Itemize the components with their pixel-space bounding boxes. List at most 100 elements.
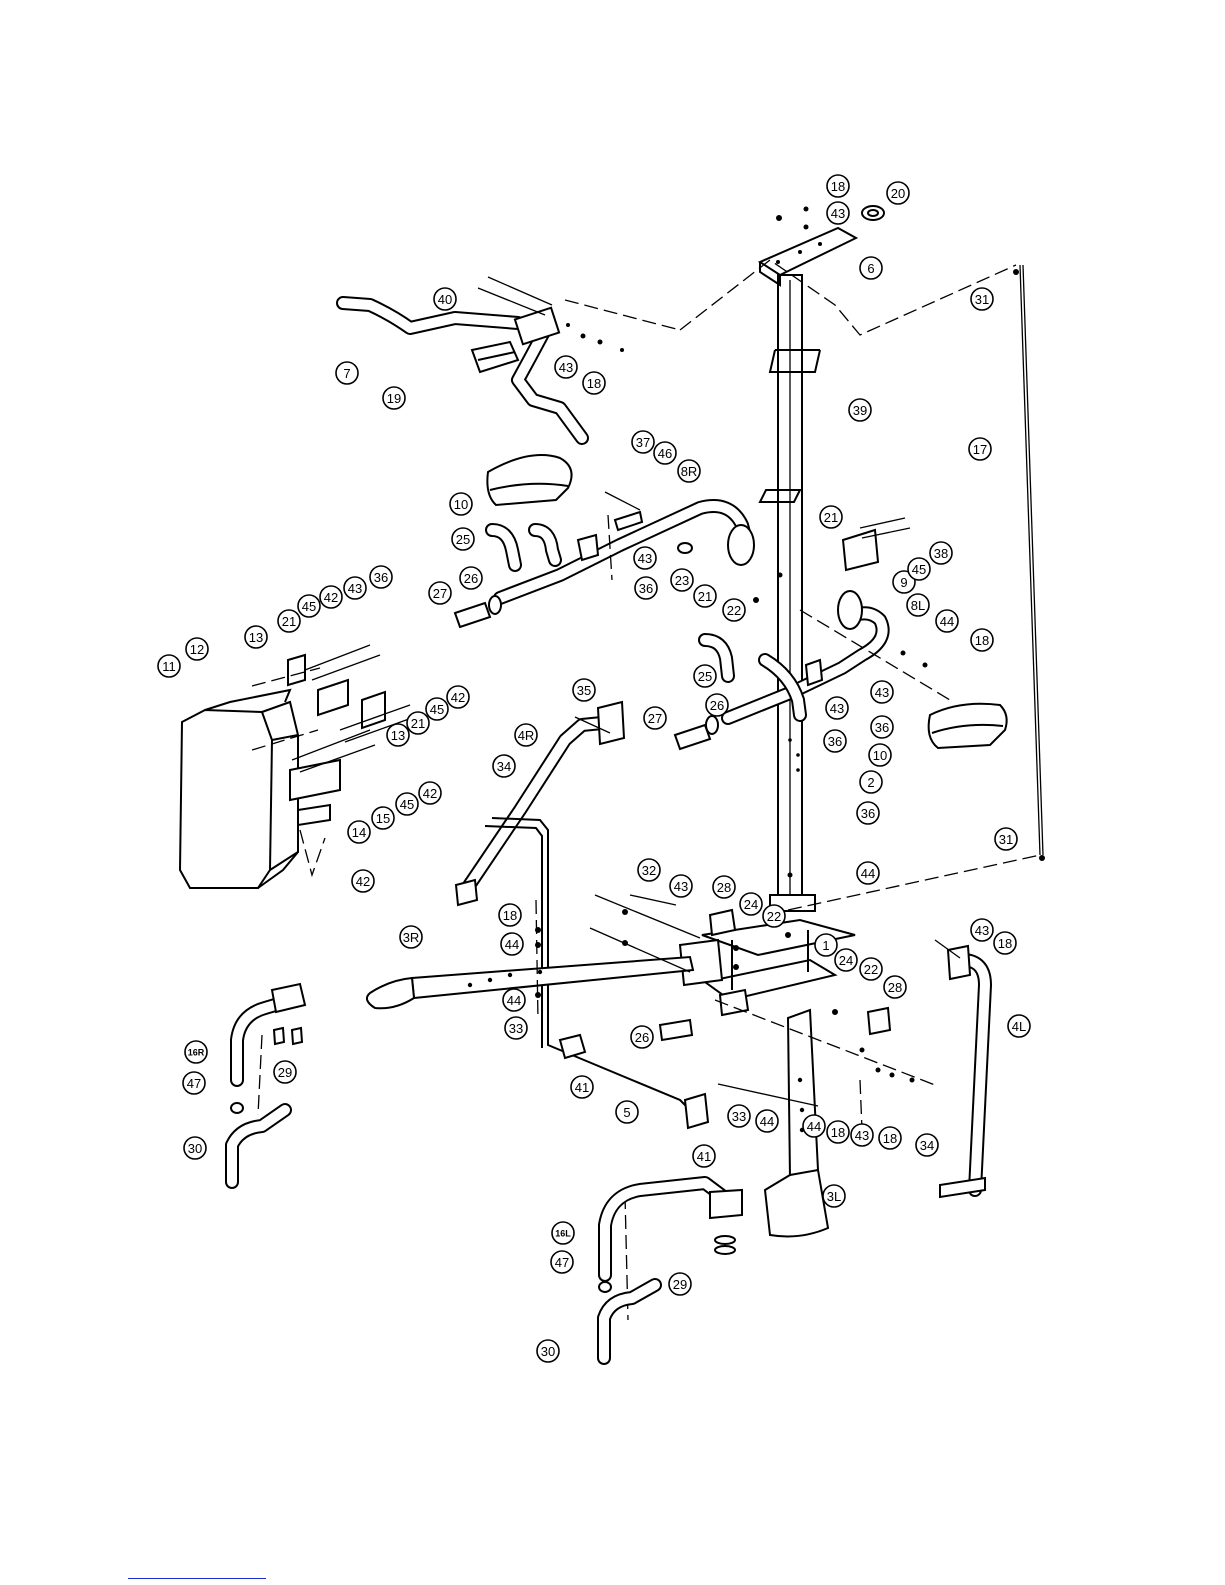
callout-label: 21 — [698, 589, 712, 604]
callout-23: 23 — [671, 569, 693, 591]
callout-43: 43 — [971, 919, 993, 941]
callout-label: 22 — [864, 962, 878, 977]
callout-44: 44 — [501, 933, 523, 955]
callout-18: 18 — [994, 932, 1016, 954]
callout-18: 18 — [827, 175, 849, 197]
callout-label: 30 — [188, 1141, 202, 1156]
arm-4L — [935, 940, 985, 1197]
callout-label: 43 — [831, 206, 845, 221]
callout-30: 30 — [184, 1137, 206, 1159]
arm-4R — [456, 702, 624, 905]
callout-label: 37 — [636, 435, 650, 450]
callout-43: 43 — [634, 547, 656, 569]
callout-label: 24 — [744, 897, 758, 912]
callout-label: 36 — [374, 570, 388, 585]
callout-label: 8R — [681, 464, 698, 479]
callout-36: 36 — [871, 716, 893, 738]
callout-label: 22 — [767, 909, 781, 924]
callout-35: 35 — [573, 679, 595, 701]
callout-label: 26 — [710, 698, 724, 713]
callout-36: 36 — [857, 802, 879, 824]
callout-14: 14 — [348, 821, 370, 843]
callout-label: 41 — [575, 1080, 589, 1095]
callout-label: 12 — [190, 642, 204, 657]
callout-label: 18 — [831, 1125, 845, 1140]
callout-label: 2 — [867, 775, 874, 790]
callout-label: 18 — [503, 908, 517, 923]
callout-label: 18 — [831, 179, 845, 194]
callout-42: 42 — [447, 686, 469, 708]
callout-45: 45 — [426, 698, 448, 720]
callout-label: 44 — [940, 614, 954, 629]
back-pad-brackets — [252, 645, 420, 875]
callout-label: 29 — [278, 1065, 292, 1080]
callout-41: 41 — [571, 1076, 593, 1098]
callout-label: 47 — [555, 1255, 569, 1270]
callout-label: 45 — [400, 797, 414, 812]
callout-label: 28 — [888, 980, 902, 995]
callout-label: 9 — [900, 575, 907, 590]
callout-label: 10 — [873, 748, 887, 763]
callout-label: 28 — [717, 880, 731, 895]
callout-24: 24 — [835, 949, 857, 971]
callout-label: 43 — [559, 360, 573, 375]
callout-label: 19 — [387, 391, 401, 406]
callout-label: 33 — [509, 1021, 523, 1036]
callout-label: 40 — [438, 292, 452, 307]
callout-36: 36 — [635, 577, 657, 599]
callout-21: 21 — [694, 585, 716, 607]
callout-label: 41 — [697, 1149, 711, 1164]
cable-17 — [1013, 265, 1045, 861]
callout-label: 36 — [639, 581, 653, 596]
callout-label: 4L — [1012, 1019, 1026, 1034]
footer-link-underline[interactable] — [128, 1578, 266, 1579]
callout-label: 46 — [658, 446, 672, 461]
callout-27: 27 — [429, 582, 451, 604]
callout-label: 35 — [577, 683, 591, 698]
callout-label: 25 — [456, 532, 470, 547]
callout-32: 32 — [638, 859, 660, 881]
callout-22: 22 — [723, 599, 745, 621]
callout-31: 31 — [971, 288, 993, 310]
callout-label: 11 — [162, 659, 176, 674]
callout-label: 43 — [875, 685, 889, 700]
callout-label: 4R — [518, 728, 535, 743]
callout-16L: 16L — [552, 1222, 574, 1244]
callout-25: 25 — [694, 665, 716, 687]
callout-label: 47 — [187, 1076, 201, 1091]
callout-10: 10 — [450, 493, 472, 515]
callout-label: 34 — [497, 759, 511, 774]
callout-31: 31 — [995, 828, 1017, 850]
callout-21: 21 — [820, 506, 842, 528]
callout-label: 18 — [975, 633, 989, 648]
callout-label: 1 — [822, 938, 829, 953]
callout-44: 44 — [756, 1110, 778, 1132]
callout-39: 39 — [849, 399, 871, 421]
assembly-lines — [258, 260, 1040, 1320]
callout-26: 26 — [706, 694, 728, 716]
callout-3L: 3L — [823, 1185, 845, 1207]
bracket-9 — [843, 518, 910, 570]
callout-36: 36 — [370, 566, 392, 588]
callout-label: 21 — [824, 510, 838, 525]
callout-1: 1 — [815, 934, 837, 956]
callout-label: 21 — [282, 614, 296, 629]
callout-label: 15 — [376, 811, 390, 826]
callout-label: 36 — [875, 720, 889, 735]
bracket-16R-and-handle-30 — [231, 984, 305, 1182]
callout-label: 38 — [934, 546, 948, 561]
callout-45: 45 — [908, 558, 930, 580]
callout-43: 43 — [871, 681, 893, 703]
callout-42: 42 — [320, 586, 342, 608]
callout-21: 21 — [278, 610, 300, 632]
callout-43: 43 — [670, 875, 692, 897]
callout-6: 6 — [860, 257, 882, 279]
callout-label: 27 — [433, 586, 447, 601]
callout-43: 43 — [827, 202, 849, 224]
callout-7: 7 — [336, 362, 358, 384]
callout-label: 34 — [920, 1138, 934, 1153]
callout-label: 44 — [507, 993, 521, 1008]
callout-label: 26 — [464, 571, 478, 586]
callout-label: 13 — [249, 630, 263, 645]
callout-40: 40 — [434, 288, 456, 310]
